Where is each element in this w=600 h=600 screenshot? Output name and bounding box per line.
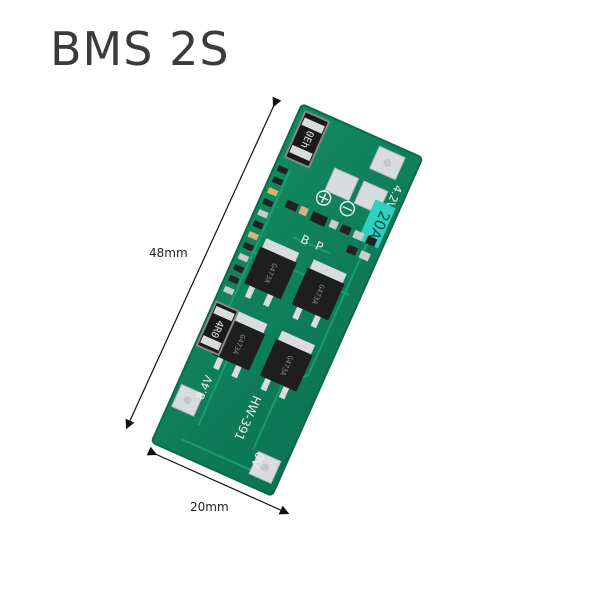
page-title: BMS 2S: [50, 22, 230, 76]
plus-symbol-icon: [315, 190, 332, 206]
smd-components: [223, 165, 378, 296]
width-dimension-arrow: [146, 446, 290, 515]
current-rating-box: [357, 199, 396, 249]
pcb-board: 0Eh 4.2V 20A: [151, 104, 423, 496]
length-dimension-label: 48mm: [149, 246, 188, 260]
minus-symbol-icon: [339, 200, 356, 217]
mosfet-d: G473A: [259, 330, 315, 400]
mosfet-a: G473A: [244, 238, 300, 308]
length-dimension-arrow: [125, 96, 282, 430]
pad-top-left: [324, 167, 360, 202]
mosfet-b: G473A: [291, 259, 347, 329]
voltage-zero-label: 0V: [248, 450, 268, 471]
width-dimension-label: 20mm: [190, 500, 229, 514]
